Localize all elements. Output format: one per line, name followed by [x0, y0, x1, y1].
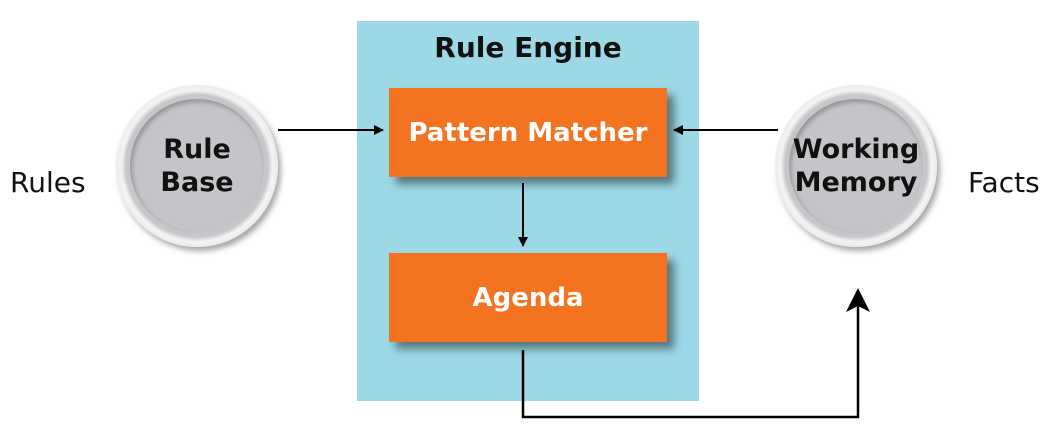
working-memory-label-line2: Memory: [794, 167, 918, 198]
rule-engine-title: Rule Engine: [434, 31, 622, 64]
rule-base-label-line1: Rule: [163, 134, 231, 165]
agenda-to-working-memory-arrowhead: [846, 288, 870, 312]
agenda-box: Agenda: [389, 253, 667, 342]
rule-base-label-line2: Base: [160, 167, 234, 198]
pattern-matcher-box: Pattern Matcher: [389, 88, 667, 177]
working-memory-label-line1: Working: [792, 134, 920, 165]
rules-label: Rules: [10, 166, 86, 199]
agenda-to-working-memory-arrow: [521, 298, 860, 419]
agenda-label: Agenda: [472, 282, 584, 313]
rule-base-inner: Rule Base: [130, 99, 264, 233]
pattern-matcher-label: Pattern Matcher: [408, 117, 648, 148]
facts-label: Facts: [968, 166, 1040, 199]
working-memory-inner: Working Memory: [789, 99, 923, 233]
working-memory-node: Working Memory: [775, 85, 937, 247]
rule-base-node: Rule Base: [116, 85, 278, 247]
